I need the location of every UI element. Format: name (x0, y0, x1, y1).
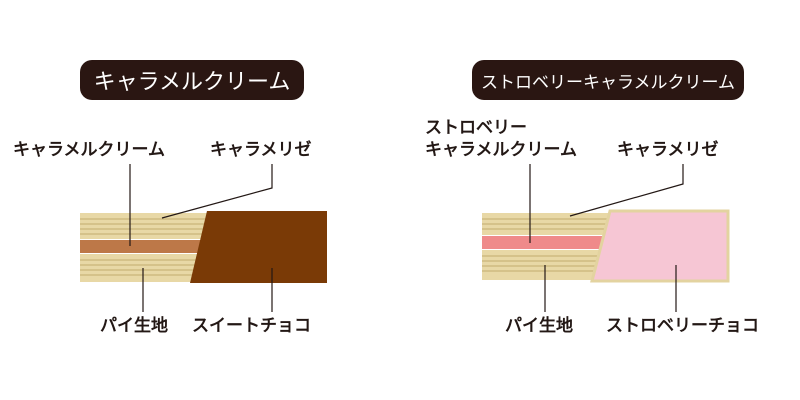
right-caramelize-leader (569, 164, 684, 217)
right-bottom-pastry (482, 250, 612, 280)
right-strawberry-cream-layer (482, 236, 612, 249)
right-bottom-pastry-lines (482, 255, 612, 272)
right-title-pill: ストロベリーキャラメルクリーム (472, 60, 744, 100)
right-strawberry-choco-block (590, 209, 730, 283)
left-title: キャラメルクリーム (93, 70, 291, 95)
right-label-cream-line2: キャラメルクリーム (425, 140, 577, 160)
left-caramelize-leader (161, 164, 273, 219)
right-label-cream-line1: ストロベリー (425, 118, 527, 138)
right-pastry-diagram (482, 209, 730, 283)
left-label-pie: パイ生地 (100, 316, 168, 336)
leader-lines (129, 164, 684, 312)
left-top-pastry-lines (80, 218, 210, 235)
right-top-pastry-lines (482, 218, 612, 230)
left-top-pastry (80, 213, 210, 239)
left-label-choco: スイートチョコ (192, 316, 311, 336)
left-pastry-diagram (80, 211, 327, 283)
left-bottom-pastry (80, 254, 210, 282)
left-bottom-pastry-lines (80, 259, 210, 276)
left-label-caramelize: キャラメリゼ (210, 140, 312, 160)
right-label-pie: パイ生地 (505, 316, 573, 336)
left-sweet-choco-block (190, 211, 327, 283)
right-title: ストロベリーキャラメルクリーム (481, 72, 735, 93)
left-label-cream: キャラメルクリーム (13, 140, 165, 160)
left-caramel-cream-layer (80, 240, 210, 253)
left-title-pill: キャラメルクリーム (80, 60, 304, 100)
right-label-caramelize: キャラメリゼ (617, 140, 719, 160)
right-label-choco: ストロベリーチョコ (606, 316, 759, 336)
